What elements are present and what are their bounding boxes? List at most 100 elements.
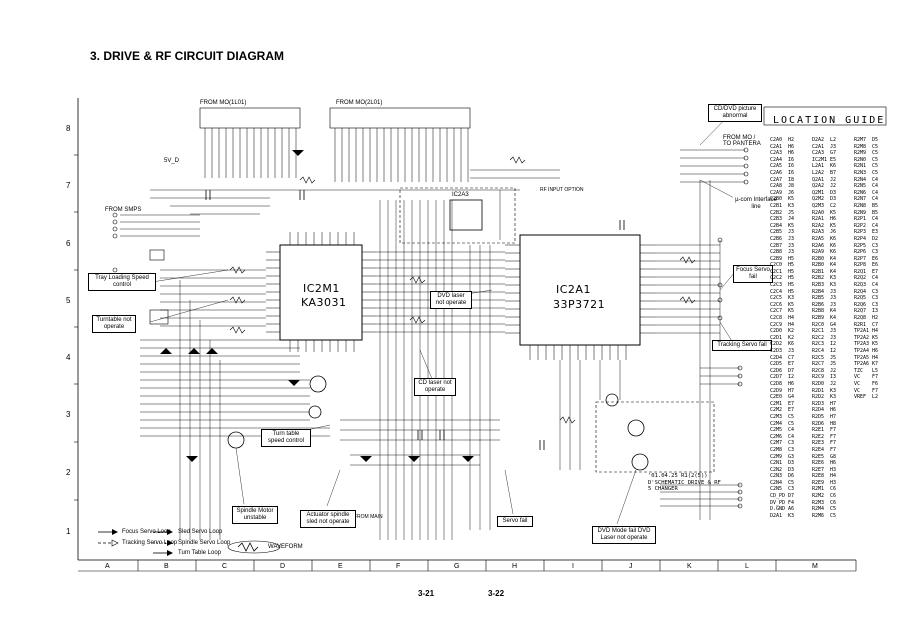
location-guide-cell: C2N3 [770, 473, 783, 480]
location-guide-cell: J3 [830, 295, 837, 302]
location-guide-cell: K6 [830, 163, 837, 170]
location-guide-cell: C2A0 [770, 137, 783, 143]
location-guide-cell: C3 [872, 301, 879, 308]
location-guide-cell: C2N2 [770, 466, 783, 473]
location-guide-cell: R2A9 [812, 249, 825, 256]
location-guide-cell: K7 [872, 361, 879, 368]
location-guide-cell: R2C3 [812, 341, 825, 348]
location-guide-cell: C2A8 [770, 183, 783, 190]
location-guide-cell: R2M7 [854, 137, 867, 143]
location-guide-cell: K6 [830, 242, 837, 249]
location-guide-cell: D5 [872, 137, 879, 143]
location-guide-cell: G3 [788, 453, 795, 460]
row-label: 7 [66, 181, 71, 190]
location-guide-cell: C2C3 [770, 282, 783, 289]
col-label: A [105, 563, 110, 570]
location-guide-cell: G4 [788, 394, 795, 401]
location-guide-cell: R2N6 [854, 189, 867, 196]
location-guide-cell: C2N4 [770, 479, 783, 486]
location-guide-cell: R2R1 [854, 321, 867, 328]
location-guide-cell: J2 [830, 367, 837, 374]
location-guide-cell: C4 [872, 183, 879, 190]
row-label: 8 [66, 124, 71, 133]
location-guide-cell: H5 [788, 268, 795, 275]
location-guide-cell: Q2A1 [812, 176, 825, 183]
location-guide-cell: R2B6 [812, 301, 825, 308]
location-guide-cell: R2B1 [812, 268, 825, 275]
revision-stamp: '01.04.25 R1(2(5)) D'SCHEMATIC DRIVE & R… [648, 473, 721, 493]
location-guide-cell: K5 [830, 209, 837, 216]
legend-focus: Focus Servo Loop [122, 529, 171, 535]
location-guide-cell: K4 [830, 268, 837, 275]
location-guide-cell: R2M4 [812, 506, 825, 513]
location-guide-cell: F4 [788, 499, 795, 506]
location-guide-cell: J5 [830, 354, 837, 361]
location-guide-cell: R2C5 [812, 354, 825, 361]
location-guide-cell: K3 [788, 202, 795, 209]
location-guide-cell: C2D4 [770, 354, 783, 361]
location-guide-cell: C2C0 [770, 262, 783, 269]
location-guide-cell: R2Q1 [854, 268, 867, 275]
callout-focus-servo: Focus Servo fail [733, 265, 773, 283]
location-guide-cell: R2B9 [812, 315, 825, 322]
location-guide-cell: R2C1 [812, 328, 825, 335]
location-guide-cell: R2A3 [812, 229, 825, 236]
location-guide-cell: C2N5 [770, 486, 783, 493]
location-guide-cell: H5 [788, 262, 795, 269]
location-guide-cell: R2E1 [812, 427, 825, 434]
location-guide-cell: R2M2 [812, 493, 825, 500]
location-guide-cell: J2 [830, 380, 837, 387]
location-guide-cell: C2B5 [770, 229, 783, 236]
location-guide-cell: C2M9 [770, 453, 783, 460]
location-guide-cell: R2E7 [812, 466, 825, 473]
location-guide-cell: K3 [830, 275, 837, 282]
location-guide-cell: H4 [872, 328, 879, 335]
location-guide-cell: F7 [830, 427, 837, 434]
col-label: J [629, 563, 633, 570]
location-guide-cell: CD_PD [770, 493, 786, 500]
location-guide-cell: J6 [788, 189, 795, 196]
location-guide-cell: I2 [788, 374, 795, 381]
location-guide-cell: C4 [872, 282, 879, 289]
location-guide-cell: C2M7 [770, 440, 783, 447]
location-guide-cell: K5 [872, 341, 879, 348]
location-guide-cell: J5 [830, 361, 837, 368]
col-label: F [396, 563, 401, 570]
location-guide-cell: R2E3 [812, 440, 825, 447]
legend-waveform: WAVEFORM [268, 544, 303, 550]
location-guide-cell: K3 [830, 282, 837, 289]
location-guide-cell: D3 [830, 196, 837, 203]
location-guide-cell: C2A7 [770, 176, 783, 183]
callout-servo-fail: Servo fail [497, 516, 533, 527]
location-guide-cell: C2E0 [770, 394, 783, 401]
location-guide-cell: C4 [872, 176, 879, 183]
ic-label: KA3031 [301, 296, 347, 309]
location-guide-cell: C2B4 [770, 222, 783, 229]
location-guide-cell: I8 [788, 176, 795, 183]
location-guide-cell: B5 [872, 209, 879, 216]
location-guide-cell: R2C7 [812, 361, 825, 368]
col-label: C [222, 563, 228, 570]
location-guide-cell: R2P3 [854, 229, 867, 236]
location-guide-cell: R2B0 [812, 262, 825, 269]
location-guide-cell: C2A3 [812, 150, 825, 157]
location-guide-cell: C2B8 [770, 249, 783, 256]
location-guide-cell: R2P4 [854, 235, 867, 242]
